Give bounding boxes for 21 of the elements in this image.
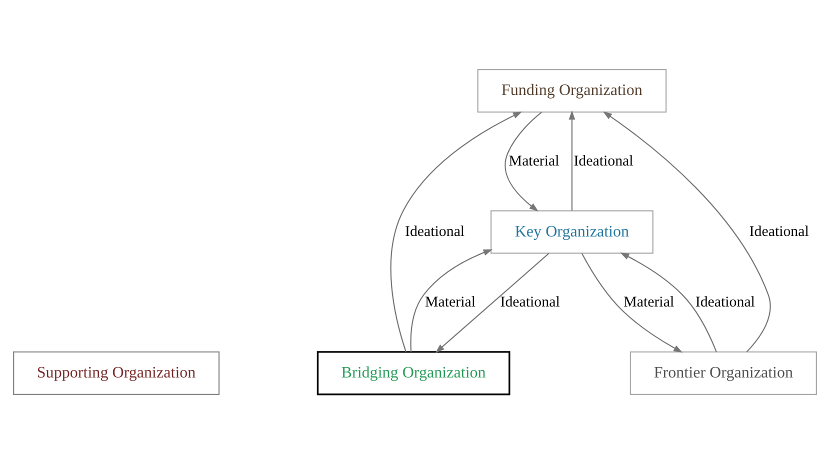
node-box: Bridging Organization [316, 350, 510, 395]
node-box: Frontier Organization [629, 350, 816, 394]
arrow [504, 111, 542, 212]
node-box: Funding Organization [476, 68, 666, 112]
edge-label: Ideational [573, 152, 633, 169]
edge-label: Ideational [694, 294, 754, 310]
arrow [390, 111, 522, 352]
arrow [602, 110, 770, 352]
edge-label: Ideational [404, 223, 464, 240]
arrow [568, 110, 575, 210]
edge-label: Ideational [748, 223, 808, 240]
edge-label: Material [424, 294, 476, 310]
edge-label: Ideational [500, 294, 560, 310]
node-box: Supporting Organization [12, 350, 220, 394]
node-box: Key Organization [490, 210, 653, 254]
arrow [620, 252, 716, 352]
edge-label: Material [508, 152, 559, 169]
arrow [434, 252, 549, 352]
edge-label: Material [623, 294, 674, 310]
arrow [410, 248, 492, 352]
arrow [580, 252, 682, 352]
